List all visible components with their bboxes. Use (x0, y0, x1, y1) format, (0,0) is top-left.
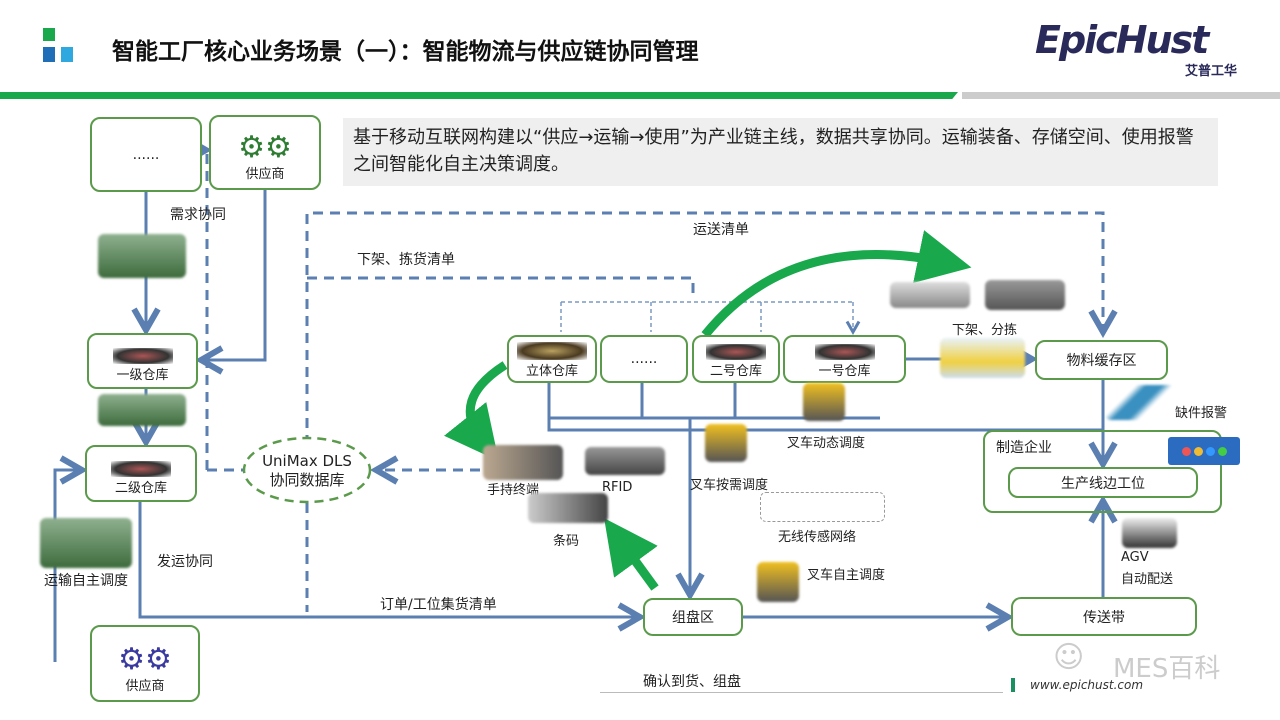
logo-square (61, 47, 73, 62)
signal-lights-icon (1168, 437, 1240, 465)
gear-icon: ⚙⚙ (238, 130, 292, 165)
label-confirm: 确认到货、组盘 (643, 674, 741, 690)
page-title: 智能工厂核心业务场景（一）：智能物流与供应链协同管理 (112, 39, 699, 65)
warehouse-image (706, 344, 766, 360)
intro-text: 基于移动互联网构建以“供应→运输→使用”为产业链主线，数据共享协同。运输装备、存… (343, 118, 1218, 186)
label-agv-sub: 自动配送 (1121, 572, 1174, 587)
handheld-image (483, 445, 563, 480)
label-fork-demand: 叉车按需调度 (690, 478, 769, 493)
sorting-image (985, 280, 1065, 310)
truck-image (98, 234, 186, 278)
node-ellipsis-mid: ...... (600, 335, 688, 383)
barcode-scanner-image (528, 493, 608, 523)
node-label: 物料缓存区 (1066, 353, 1137, 369)
brand-logo: EpicHust (1035, 18, 1209, 62)
truck-image (40, 518, 132, 568)
node-line-station: 生产线边工位 (1008, 467, 1198, 498)
node-wh1: 一级仓库 (87, 333, 198, 389)
node-label: 立体仓库 (525, 364, 578, 379)
label-order-list: 订单/工位集货清单 (380, 597, 497, 613)
node-label: 一号仓库 (818, 364, 871, 379)
node-label: 生产线边工位 (1061, 475, 1145, 492)
vehicle-image (940, 338, 1025, 378)
warehouse-image (814, 344, 875, 360)
node-db: UniMax DLS 协同数据库 (244, 452, 370, 490)
label-demand: 需求协同 (170, 207, 226, 223)
label-rfid: RFID (602, 480, 633, 495)
db-label: UniMax DLS (262, 452, 352, 470)
rfid-image (585, 447, 665, 475)
footer-accent (1011, 678, 1015, 692)
sorting-image (890, 282, 970, 308)
forklift-image (705, 424, 747, 462)
label-handheld: 手持终端 (487, 483, 540, 498)
db-label: 协同数据库 (269, 471, 345, 489)
node-ellipsis-top: ...... (90, 117, 202, 192)
node-label: 供应商 (245, 167, 285, 182)
node-buffer: 物料缓存区 (1035, 340, 1168, 380)
label-barcode: 条码 (553, 534, 580, 549)
forklift-image (803, 383, 845, 421)
logo-square (43, 28, 55, 41)
agv-image (1122, 518, 1177, 548)
label-fork-dynamic: 叉车动态调度 (787, 436, 866, 451)
truck-image (98, 394, 186, 426)
watermark: MES百科 (1113, 654, 1221, 684)
node-supplier-top: ⚙⚙ 供应商 (209, 115, 321, 190)
node-label: 二号仓库 (709, 364, 762, 379)
node-wh2: 二级仓库 (85, 445, 197, 502)
node-stereo-wh: 立体仓库 (507, 335, 597, 383)
node-wh-no2: 二号仓库 (692, 335, 780, 383)
label-delivery-list: 运送清单 (693, 222, 749, 238)
brand-logo-sub: 艾普工华 (1185, 64, 1238, 79)
warehouse-image (112, 348, 173, 364)
label-pick-list: 下架、拣货清单 (357, 252, 455, 268)
header-bar-green (0, 92, 958, 99)
node-label: ...... (132, 146, 160, 163)
node-label: 组盘区 (672, 610, 714, 626)
node-wh-no1: 一号仓库 (783, 335, 906, 383)
label-ship-collab: 发运协同 (157, 554, 213, 570)
gear-icon: ⚙⚙ (118, 642, 172, 677)
label-wsn: 无线传感网络 (778, 530, 857, 545)
label-enterprise: 制造企业 (996, 440, 1052, 456)
label-transport-auto: 运输自主调度 (44, 573, 128, 589)
node-label: 一级仓库 (116, 368, 169, 383)
node-enterprise (983, 430, 1222, 513)
sensor-network-image (760, 492, 885, 522)
label-agv: AGV (1121, 550, 1149, 565)
label-shortage: 缺件报警 (1175, 406, 1228, 421)
label-fork-auto: 叉车自主调度 (807, 568, 886, 583)
node-supplier-bottom: ⚙⚙ 供应商 (90, 625, 200, 702)
node-label: 二级仓库 (114, 481, 167, 496)
footer-divider (600, 692, 1003, 693)
node-label: 传送带 (1083, 609, 1125, 626)
footer-url: www.epichust.com (1030, 678, 1144, 692)
node-pallet: 组盘区 (643, 598, 743, 636)
header-bar-gray (962, 92, 1280, 99)
logo-square (43, 47, 55, 62)
forklift-image (757, 562, 799, 602)
node-label: ...... (630, 351, 658, 367)
node-label: 供应商 (125, 679, 165, 694)
wechat-icon: ☺ (1053, 640, 1085, 675)
alarm-device-image (1105, 385, 1175, 420)
warehouse-image (517, 342, 587, 360)
warehouse-image (111, 461, 171, 477)
label-unload-sort: 下架、分拣 (952, 323, 1018, 338)
node-conveyor: 传送带 (1011, 597, 1197, 636)
